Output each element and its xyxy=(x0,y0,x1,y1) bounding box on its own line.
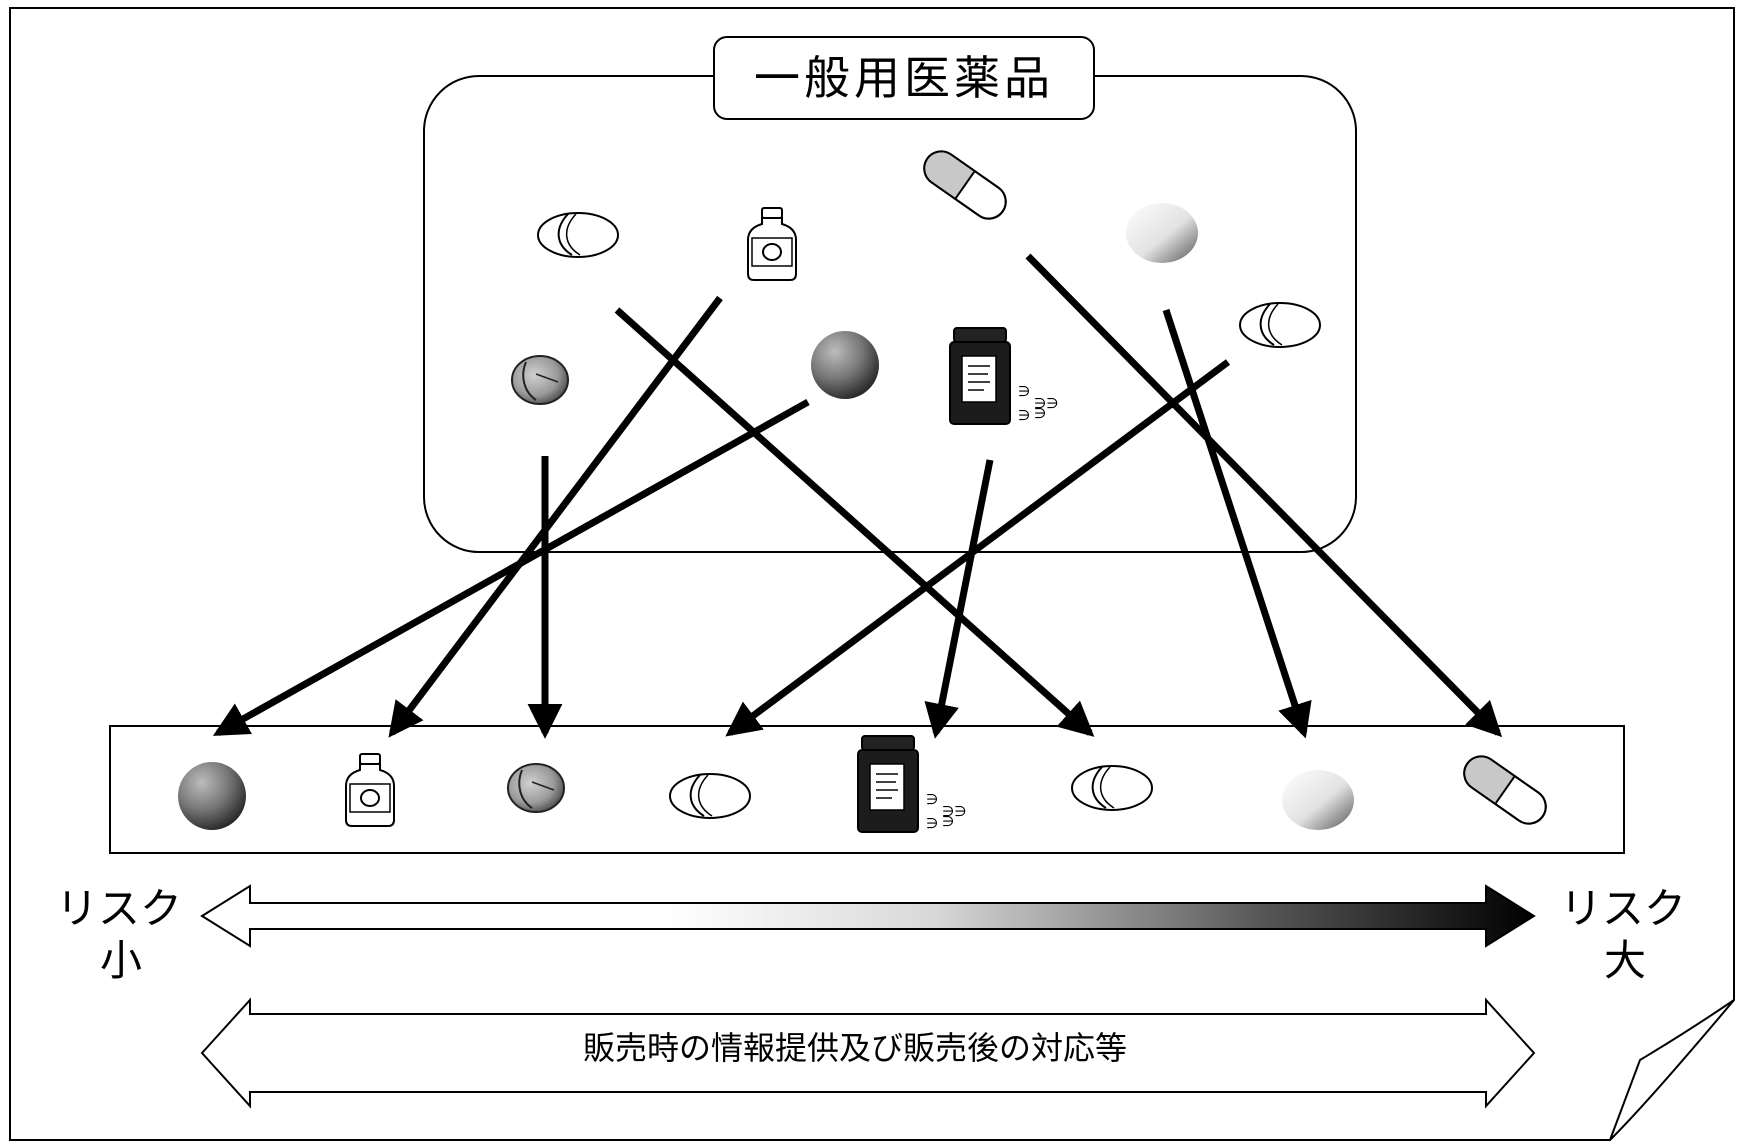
speckled-round-tablet-icon xyxy=(1282,770,1354,830)
sort-arrow xyxy=(614,307,1095,737)
dark-round-tablet-icon xyxy=(811,331,879,399)
risk-scale-arrow xyxy=(200,884,1536,948)
support-label: 販売時の情報提供及び販売後の対応等 xyxy=(582,1029,1127,1067)
risk-high-label-line1: リスク xyxy=(1560,884,1687,933)
page-curl xyxy=(1609,999,1735,1141)
oval-tablet-icon xyxy=(1239,302,1321,348)
speckled-round-tablet-icon xyxy=(1126,203,1198,263)
otc-drug-pool-box xyxy=(423,75,1357,553)
scored-tablet-icon xyxy=(511,355,569,405)
sorting-arrows xyxy=(212,253,1503,739)
diagram-title: 一般用医薬品 xyxy=(713,36,1095,120)
dark-round-tablet-icon xyxy=(178,762,246,830)
sort-arrow xyxy=(1025,253,1503,738)
sort-arrow xyxy=(388,295,723,738)
risk-low-label-line2: 小 xyxy=(100,936,143,985)
sort-arrow xyxy=(1162,308,1312,739)
scored-tablet-icon xyxy=(507,763,565,813)
sort-arrow xyxy=(725,359,1231,737)
risk-low-label-line1: リスク xyxy=(56,884,183,933)
oval-tablet-icon xyxy=(669,773,751,819)
oval-tablet-icon xyxy=(537,212,619,258)
support-scale-arrow xyxy=(200,997,1536,1109)
risk-high-label-line2: 大 xyxy=(1604,936,1647,985)
sort-arrow xyxy=(924,459,994,739)
oval-tablet-icon xyxy=(1071,765,1153,811)
